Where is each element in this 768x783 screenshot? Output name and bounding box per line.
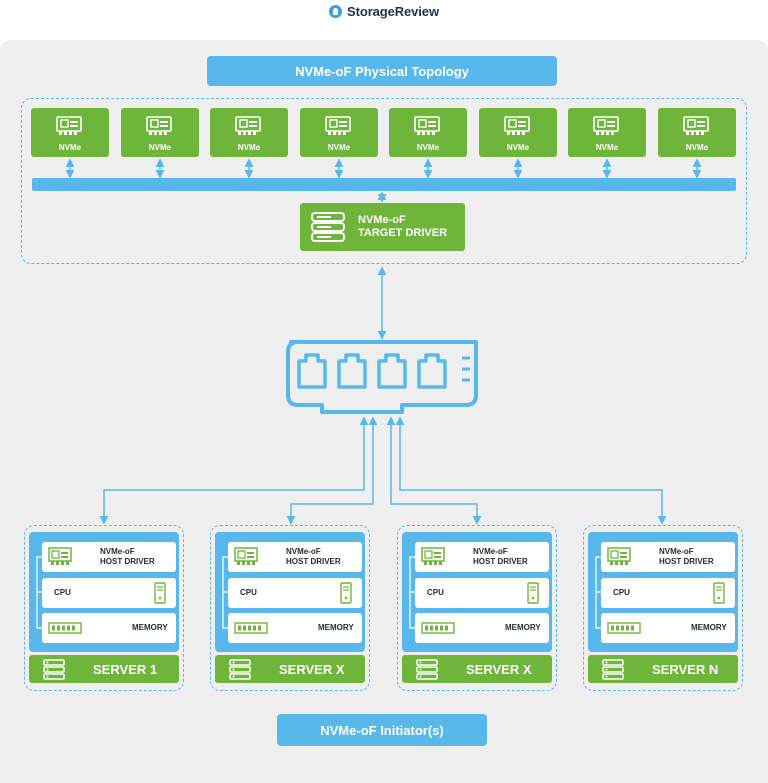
nvme-card-icon bbox=[683, 116, 709, 135]
nvme-card-icon bbox=[421, 547, 445, 565]
nvme-card-icon bbox=[325, 116, 351, 135]
ram-stick-icon bbox=[421, 622, 455, 634]
ram-stick-icon bbox=[607, 622, 641, 634]
nvme-card-icon bbox=[414, 116, 440, 135]
cpu-row: CPU bbox=[415, 578, 549, 608]
target-driver: NVMe-oF TARGET DRIVER bbox=[300, 203, 465, 251]
nvme-card-icon bbox=[56, 116, 82, 135]
diagram-title: NVMe-oF Physical Topology bbox=[207, 56, 557, 86]
nvme-drive: NVMe bbox=[121, 108, 199, 157]
server-name: SERVER X bbox=[466, 662, 532, 677]
nvme-drive: NVMe bbox=[479, 108, 557, 157]
storagereview-logo-icon bbox=[329, 4, 343, 18]
pcie-bus bbox=[32, 178, 736, 191]
cpu-label: CPU bbox=[240, 588, 257, 597]
nvme-label: NVMe bbox=[595, 143, 619, 152]
nvme-label: NVMe bbox=[416, 143, 440, 152]
server-rack-icon bbox=[416, 659, 438, 680]
host-driver-line1: NVMe-oF bbox=[286, 547, 321, 556]
ram-stick-icon bbox=[234, 622, 268, 634]
nvme-label: NVMe bbox=[148, 143, 172, 152]
nvme-label: NVMe bbox=[58, 143, 82, 152]
server-link-arrows bbox=[99, 416, 667, 525]
nvme-card-icon bbox=[235, 116, 261, 135]
network-switch-icon bbox=[286, 340, 478, 414]
host-driver-line2: HOST DRIVER bbox=[286, 557, 341, 566]
memory-label: MEMORY bbox=[318, 623, 354, 632]
server-name-bar: SERVER X bbox=[215, 655, 365, 683]
host-driver-line2: HOST DRIVER bbox=[659, 557, 714, 566]
host-driver-line1: NVMe-oF bbox=[473, 547, 508, 556]
memory-row: MEMORY bbox=[601, 613, 735, 643]
target-driver-line2: TARGET DRIVER bbox=[358, 227, 448, 239]
nvme-drive: NVMe bbox=[389, 108, 467, 157]
host-driver-line1: NVMe-oF bbox=[100, 547, 135, 556]
ram-stick-icon bbox=[48, 622, 82, 634]
cpu-row: CPU bbox=[601, 578, 735, 608]
nvme-card-icon bbox=[607, 547, 631, 565]
nvme-card-icon bbox=[146, 116, 172, 135]
nvme-label: NVMe bbox=[237, 143, 261, 152]
nvme-label: NVMe bbox=[506, 143, 530, 152]
server-rack-icon bbox=[229, 659, 251, 680]
target-driver-line1: NVMe-oF bbox=[358, 214, 406, 226]
server-group bbox=[583, 525, 743, 691]
host-driver-line1: NVMe-oF bbox=[659, 547, 694, 556]
nvme-drive: NVMe bbox=[300, 108, 378, 157]
nvme-drive: NVMe bbox=[658, 108, 736, 157]
cpu-row: CPU bbox=[42, 578, 176, 608]
nvme-drive: NVMe bbox=[210, 108, 288, 157]
server-name: SERVER X bbox=[279, 662, 345, 677]
nvme-drive: NVMe bbox=[568, 108, 646, 157]
storage-server-icon bbox=[311, 212, 345, 242]
cpu-label: CPU bbox=[427, 588, 444, 597]
cpu-row: CPU bbox=[228, 578, 362, 608]
initiators-label: NVMe-oF Initiator(s) bbox=[277, 714, 487, 746]
memory-row: MEMORY bbox=[42, 613, 176, 643]
server-name: SERVER N bbox=[652, 662, 719, 677]
server-group bbox=[210, 525, 370, 691]
tower-pc-icon bbox=[527, 582, 539, 604]
tower-pc-icon bbox=[340, 582, 352, 604]
host-driver-line2: HOST DRIVER bbox=[473, 557, 528, 566]
nvme-drive: NVMe bbox=[31, 108, 109, 157]
memory-row: MEMORY bbox=[228, 613, 362, 643]
nvme-label: NVMe bbox=[685, 143, 709, 152]
server-name: SERVER 1 bbox=[93, 662, 158, 677]
cpu-label: CPU bbox=[54, 588, 71, 597]
brand-header: StorageReview bbox=[0, 0, 768, 22]
nvme-label: NVMe bbox=[327, 143, 351, 152]
server-rack-icon bbox=[602, 659, 624, 680]
drive-bus-arrows bbox=[65, 158, 702, 340]
target-group bbox=[21, 98, 747, 264]
server-name-bar: SERVER 1 bbox=[29, 655, 179, 683]
server-rack-icon bbox=[43, 659, 65, 680]
memory-label: MEMORY bbox=[505, 623, 541, 632]
nvme-card-icon bbox=[234, 547, 258, 565]
memory-label: MEMORY bbox=[132, 623, 168, 632]
server-group bbox=[397, 525, 557, 691]
nvme-card-icon bbox=[504, 116, 530, 135]
nvme-card-icon bbox=[593, 116, 619, 135]
server-name-bar: SERVER N bbox=[588, 655, 738, 683]
brand-name: StorageReview bbox=[347, 3, 439, 19]
tower-pc-icon bbox=[154, 582, 166, 604]
server-name-bar: SERVER X bbox=[402, 655, 552, 683]
host-driver-line2: HOST DRIVER bbox=[100, 557, 155, 566]
cpu-label: CPU bbox=[613, 588, 630, 597]
tower-pc-icon bbox=[713, 582, 725, 604]
memory-row: MEMORY bbox=[415, 613, 549, 643]
nvme-card-icon bbox=[48, 547, 72, 565]
memory-label: MEMORY bbox=[691, 623, 727, 632]
server-group bbox=[24, 525, 184, 691]
